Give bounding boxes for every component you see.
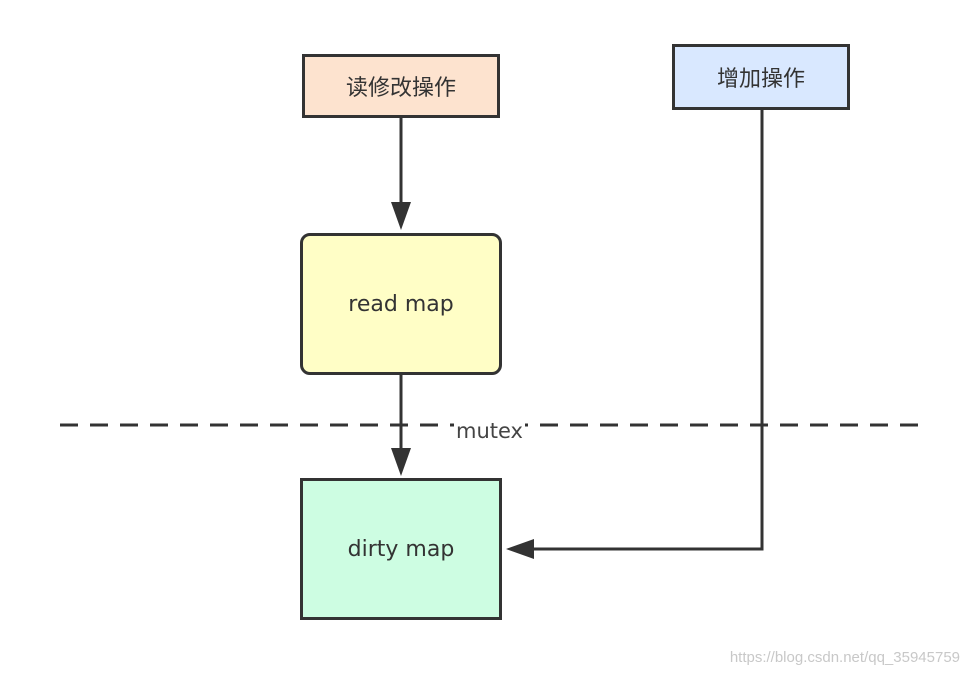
- dirty-map-label: dirty map: [347, 536, 455, 562]
- read-map-label: read map: [348, 291, 454, 317]
- watermark-text: https://blog.csdn.net/qq_35945759: [729, 649, 960, 666]
- edge-add-to-dirty-map: [506, 110, 764, 559]
- add-operation-label: 增加操作: [716, 67, 805, 92]
- read-map-node: read map: [300, 233, 502, 375]
- read-modify-operation-node: 读修改操作: [302, 54, 500, 118]
- edge-read-modify-to-read-map: [391, 118, 411, 230]
- read-modify-operation-label: 读修改操作: [345, 76, 456, 101]
- edge-read-map-to-dirty-map: [391, 375, 411, 476]
- mutex-label: mutex: [454, 418, 525, 444]
- add-operation-node: 增加操作: [672, 44, 850, 110]
- dirty-map-node: dirty map: [300, 478, 502, 620]
